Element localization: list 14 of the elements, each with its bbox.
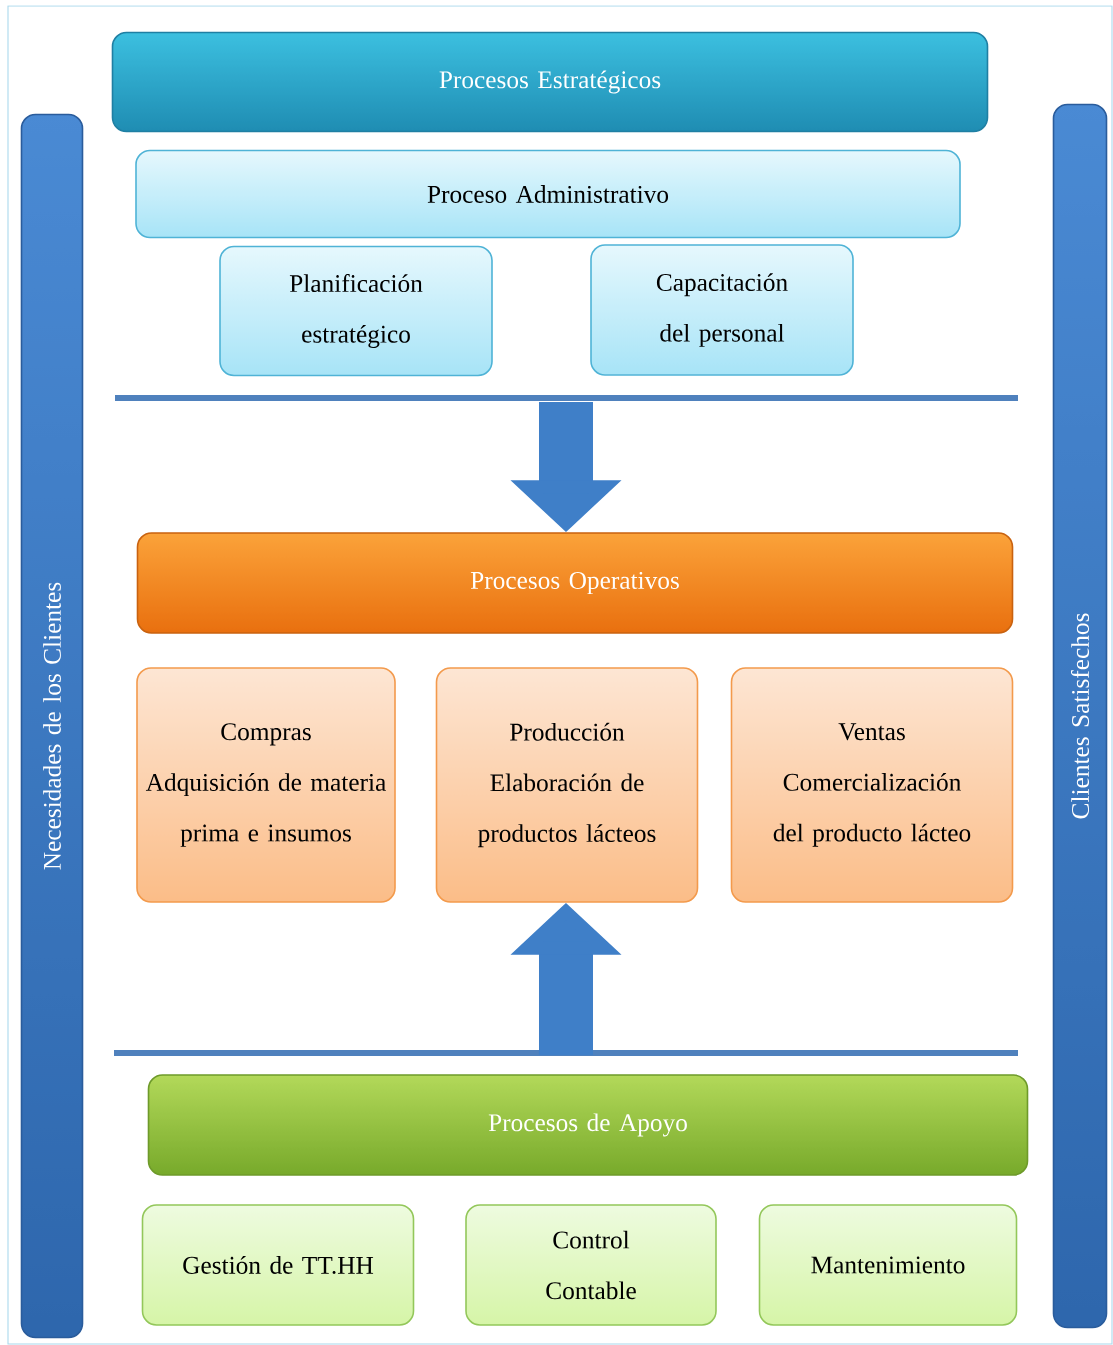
- side-bar: Clientes Satisfechos: [1052, 103, 1108, 1329]
- process-box: Planificación estratégico: [219, 245, 493, 377]
- process-box: Gestión de TT.HH: [141, 1204, 415, 1326]
- process-box: Proceso Administrativo: [135, 149, 961, 239]
- process-box: Control Contable: [465, 1204, 717, 1326]
- process-box: Capacitación del personal: [590, 244, 854, 376]
- side-bar: Necesidades de los Clientes: [20, 113, 84, 1339]
- process-box: Compras Adquisición de materia prima e insumos: [136, 667, 396, 903]
- process-band: Procesos Operativos: [136, 532, 1014, 634]
- process-box: Producción Elaboración de productos lácteos: [435, 667, 699, 903]
- process-band: Procesos de Apoyo: [147, 1074, 1029, 1176]
- process-box: Mantenimiento: [758, 1204, 1018, 1326]
- process-band: Procesos Estratégicos: [111, 31, 989, 133]
- process-box: Ventas Comercialización del producto lácteo: [730, 667, 1014, 903]
